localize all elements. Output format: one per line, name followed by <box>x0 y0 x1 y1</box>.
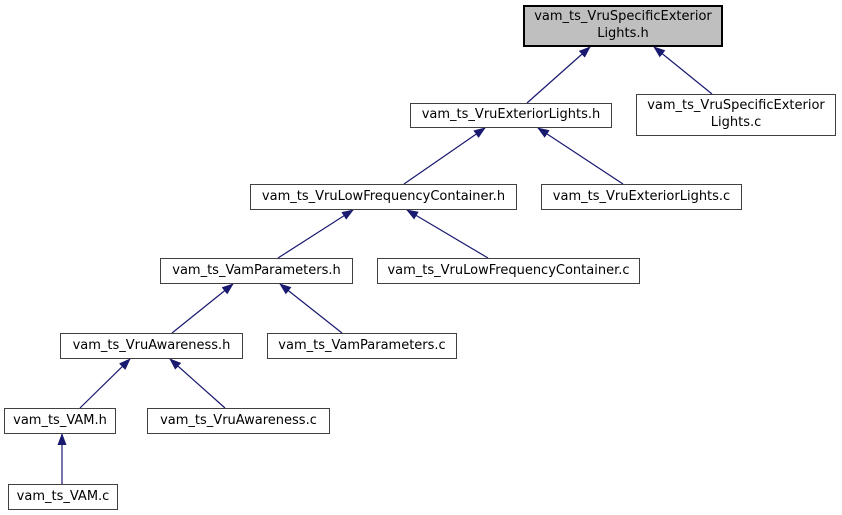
edge-vru-specific-exterior-lights-c-to-vru-specific-exterior-lights-h <box>653 46 713 95</box>
node-label: vam_ts_VruExteriorLights.h <box>421 107 601 123</box>
graph-node-vru-exterior-lights-c[interactable]: vam_ts_VruExteriorLights.c <box>541 184 742 210</box>
graph-node-vru-awareness-c[interactable]: vam_ts_VruAwareness.c <box>147 408 330 434</box>
edge-vam-parameters-c-to-vam-parameters-h <box>279 283 343 334</box>
graph-node-vru-low-frequency-container-c[interactable]: vam_ts_VruLowFrequencyContainer.c <box>377 258 640 284</box>
node-label: vam_ts_VruExteriorLights.c <box>552 188 731 204</box>
node-label: vam_ts_VruAwareness.c <box>160 412 317 428</box>
node-label: vam_ts_VruLowFrequencyContainer.c <box>387 262 630 278</box>
node-label: vam_ts_VamParameters.c <box>278 337 446 353</box>
node-label: vam_ts_VruSpecificExterior <box>647 98 825 114</box>
graph-node-vru-awareness-h[interactable]: vam_ts_VruAwareness.h <box>60 333 243 359</box>
graph-node-vru-low-frequency-container-h[interactable]: vam_ts_VruLowFrequencyContainer.h <box>250 184 517 210</box>
edge-vru-exterior-lights-c-to-vru-exterior-lights-h <box>537 127 624 185</box>
edge-vru-awareness-c-to-vru-awareness-h <box>169 358 226 409</box>
node-label: Lights.h <box>597 26 649 41</box>
node-label: vam_ts_VruLowFrequencyContainer.h <box>261 188 506 204</box>
edge-vam-parameters-h-to-vru-low-frequency-container-h <box>277 209 354 259</box>
node-label: vam_ts_VruAwareness.h <box>72 337 231 353</box>
edge-vru-low-frequency-container-h-to-vru-exterior-lights-h <box>403 127 486 185</box>
graph-node-vam-h[interactable]: vam_ts_VAM.h <box>4 408 116 434</box>
node-label: vam_ts_VruSpecificExterior <box>534 9 712 25</box>
node-label: vam_ts_VamParameters.h <box>172 262 341 278</box>
node-label: Lights.c <box>710 115 762 130</box>
graph-node-vam-c[interactable]: vam_ts_VAM.c <box>8 484 118 510</box>
edge-vam-h-to-vru-awareness-h <box>79 358 131 409</box>
graph-node-vam-parameters-h[interactable]: vam_ts_VamParameters.h <box>160 258 353 284</box>
node-label: vam_ts_VAM.c <box>16 488 110 504</box>
node-label: vam_ts_VAM.h <box>13 412 107 428</box>
graph-node-vru-exterior-lights-h[interactable]: vam_ts_VruExteriorLights.h <box>410 103 612 128</box>
graph-node-vam-parameters-c[interactable]: vam_ts_VamParameters.c <box>267 333 457 359</box>
edge-vru-awareness-h-to-vam-parameters-h <box>171 283 234 334</box>
edge-vru-exterior-lights-h-to-vru-specific-exterior-lights-h <box>526 46 591 104</box>
edge-vru-low-frequency-container-c-to-vru-low-frequency-container-h <box>406 209 489 259</box>
